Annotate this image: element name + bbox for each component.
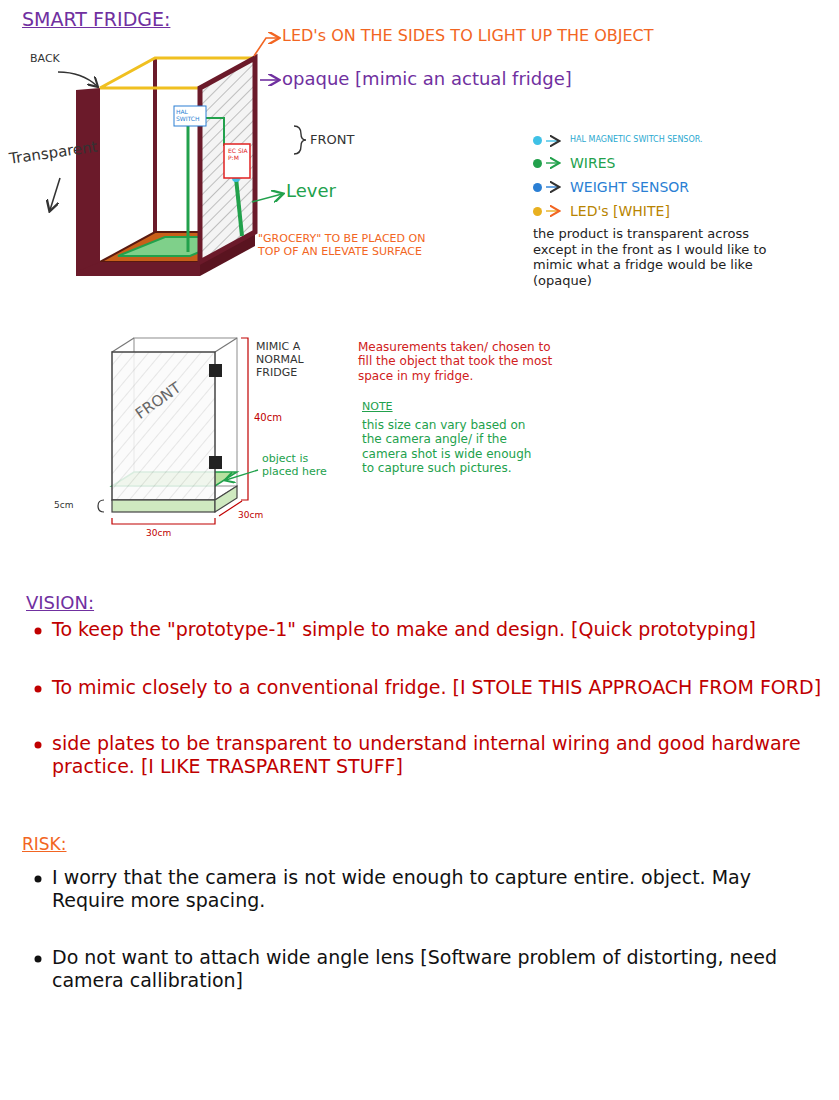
legend-swatch <box>533 136 542 145</box>
section-heading: RISK: <box>22 834 142 854</box>
callout-note: LED's ON THE SIDES TO LIGHT UP THE OBJEC… <box>282 26 832 45</box>
callout-note: Transparent <box>8 135 119 168</box>
legend-text: WEIGHT SENSOR <box>570 180 689 195</box>
side-note: the product is transparent across except… <box>533 226 778 288</box>
callout-note: object is placed here <box>262 452 348 478</box>
legend-swatch <box>533 159 542 168</box>
view-label: FRONT <box>310 132 380 148</box>
legend-text: WIRES <box>570 156 615 171</box>
legend-text: LED's [WHITE] <box>570 204 670 219</box>
dimension: 30cm <box>238 510 282 521</box>
legend-row: LED's [WHITE] <box>533 204 670 219</box>
legend-row: HAL MAGNETIC SWITCH SENSOR. <box>533 136 703 145</box>
bullet-text: I worry that the camera is not wide enou… <box>52 866 827 912</box>
bullet-text: Do not want to attach wide angle lens [S… <box>52 946 827 992</box>
part-label: Lever <box>286 180 366 202</box>
view-label: BACK <box>30 52 80 65</box>
note-heading: NOTE <box>362 400 412 413</box>
section-heading: VISION: <box>26 592 146 614</box>
callout-note: opaque [mimic an actual fridge] <box>282 68 622 90</box>
side-note: this size can vary based on the camera a… <box>362 418 542 476</box>
sticker-text: EC SIA P:M <box>228 147 248 161</box>
dimension: 30cm <box>146 528 190 539</box>
callout-note: "GROCERY" TO BE PLACED ON TOP OF AN ELEV… <box>258 232 448 258</box>
bullet-text: To keep the "prototype-1" simple to make… <box>52 618 827 641</box>
sketch-title: SMART FRIDGE: <box>22 8 170 31</box>
legend-swatch <box>533 183 542 192</box>
bullet-text: To mimic closely to a conventional fridg… <box>52 676 827 699</box>
legend-row: WEIGHT SENSOR <box>533 180 689 195</box>
legend-swatch <box>533 207 542 216</box>
callout-note: MIMIC A NORMAL FRIDGE <box>256 340 346 380</box>
dimension: 40cm <box>254 412 298 424</box>
bullet-text: side plates to be transparent to underst… <box>52 732 827 778</box>
dimension: 5cm <box>54 500 94 511</box>
side-note: Measurements taken/ chosen to fill the o… <box>358 340 563 383</box>
part-label: HAL SWITCH <box>176 108 206 122</box>
legend-row: WIRES <box>533 156 615 171</box>
legend-text: HAL MAGNETIC SWITCH SENSOR. <box>570 136 703 145</box>
